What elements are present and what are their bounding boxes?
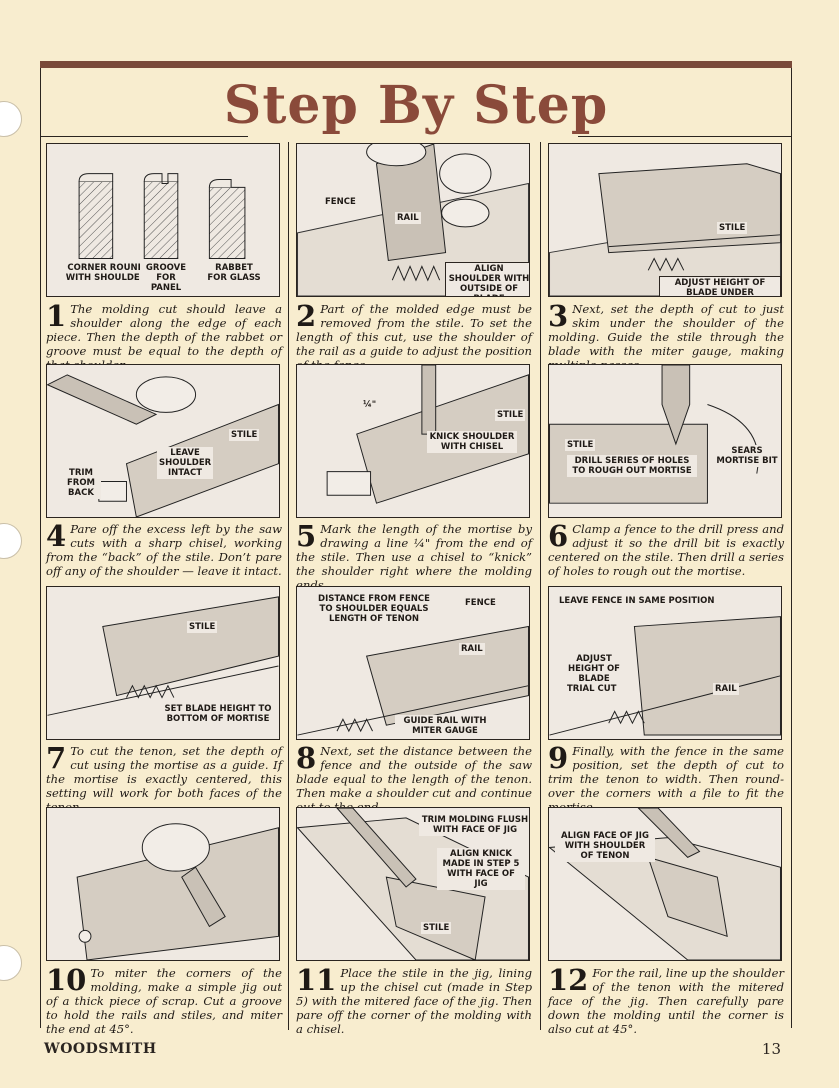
- step-number: 7: [46, 741, 67, 775]
- step-9-label: ADJUST HEIGHT OF BLADE: [555, 653, 633, 685]
- step-12-label: ALIGN FACE OF JIG WITH SHOULDER OF TENON: [555, 830, 655, 862]
- step-9-label: LEAVE FENCE IN SAME POSITION: [557, 595, 717, 607]
- step-8-label: FENCE: [463, 597, 498, 609]
- page-number: 13: [761, 1040, 781, 1058]
- step-5-illustration: ¼" STILE KNICK SHOULDER WITH CHISEL: [296, 364, 530, 518]
- step-8-label: RAIL: [459, 643, 485, 655]
- column-divider: [540, 142, 541, 1030]
- step-number: 6: [548, 519, 569, 553]
- title-rule-left: [40, 136, 248, 137]
- step-8-label: DISTANCE FROM FENCE TO SHOULDER EQUALS L…: [309, 593, 439, 625]
- page-border-right: [791, 68, 792, 1028]
- page-border-left: [40, 68, 41, 1028]
- step-1-label: RABBET FOR GLASS: [202, 262, 266, 284]
- step-4-label: STILE: [229, 429, 260, 441]
- binder-hole: [0, 523, 22, 559]
- step-number: 4: [46, 519, 67, 553]
- step-12-illustration: ALIGN FACE OF JIG WITH SHOULDER OF TENON: [548, 807, 782, 961]
- header-bar: [40, 61, 792, 68]
- step-2-label: ALIGN SHOULDER WITH OUTSIDE OF BLADE: [445, 262, 529, 296]
- step-number: 10: [46, 963, 87, 997]
- step-number: 5: [296, 519, 317, 553]
- step-5-label: ¼": [361, 399, 379, 411]
- step-5-label: KNICK SHOULDER WITH CHISEL: [427, 431, 517, 453]
- step-6-label: DRILL SERIES OF HOLES TO ROUGH OUT MORTI…: [567, 455, 697, 477]
- step-3-label: ADJUST HEIGHT OF BLADE UNDER SHOULDER: [659, 276, 781, 296]
- step-number: 3: [548, 299, 569, 333]
- step-7-illustration: STILE SET BLADE HEIGHT TO BOTTOM OF MORT…: [46, 586, 280, 740]
- step-number: 9: [548, 741, 569, 775]
- step-7-label: SET BLADE HEIGHT TO BOTTOM OF MORTISE: [157, 703, 279, 725]
- step-1-label: GROOVE FOR PANEL: [140, 262, 192, 294]
- step-6-label: SEARS MORTISE BIT: [713, 445, 781, 467]
- step-number: 12: [548, 963, 589, 997]
- footer-brand: WOODSMITH: [44, 1041, 157, 1057]
- page-title: Step By Step: [223, 75, 609, 136]
- step-5-label: STILE: [495, 409, 526, 421]
- step-2-illustration: FENCE RAIL ALIGN SHOULDER WITH OUTSIDE O…: [296, 143, 530, 297]
- step-2-label: FENCE: [323, 196, 358, 208]
- step-11-label: ALIGN KNICK MADE IN STEP 5 WITH FACE OF …: [437, 848, 525, 890]
- step-6-illustration: STILE DRILL SERIES OF HOLES TO ROUGH OUT…: [548, 364, 782, 518]
- step-1-label: CORNER ROUND WITH SHOULDER: [57, 262, 155, 284]
- step-number: 11: [296, 963, 337, 997]
- binder-hole: [0, 101, 22, 137]
- step-number: 8: [296, 741, 317, 775]
- step-11-label: TRIM MOLDING FLUSH WITH FACE OF JIG: [419, 814, 529, 836]
- step-4-illustration: STILE LEAVE SHOULDER INTACT TRIM FROM BA…: [46, 364, 280, 518]
- step-9-label: RAIL: [713, 683, 739, 695]
- step-4-label: TRIM FROM BACK: [61, 467, 101, 499]
- column-divider: [288, 142, 289, 1030]
- binder-hole: [0, 945, 22, 981]
- step-number: 1: [46, 299, 67, 333]
- step-3-illustration: STILE ADJUST HEIGHT OF BLADE UNDER SHOUL…: [548, 143, 782, 297]
- step-2-label: RAIL: [395, 212, 421, 224]
- step-11-illustration: TRIM MOLDING FLUSH WITH FACE OF JIG ALIG…: [296, 807, 530, 961]
- step-9-illustration: LEAVE FENCE IN SAME POSITION ADJUST HEIG…: [548, 586, 782, 740]
- step-11-label: STILE: [421, 922, 452, 934]
- title-rule-right: [578, 136, 792, 137]
- step-1-illustration: CORNER ROUND WITH SHOULDER GROOVE FOR PA…: [46, 143, 280, 297]
- step-number: 2: [296, 299, 317, 333]
- step-6-label: STILE: [565, 439, 596, 451]
- step-7-label: STILE: [187, 621, 218, 633]
- step-8-label: GUIDE RAIL WITH MITER GAUGE: [395, 715, 495, 737]
- step-10-illustration: [46, 807, 280, 961]
- step-9-label: TRIAL CUT: [565, 683, 619, 695]
- step-8-illustration: DISTANCE FROM FENCE TO SHOULDER EQUALS L…: [296, 586, 530, 740]
- step-3-label: STILE: [717, 222, 748, 234]
- step-4-label: LEAVE SHOULDER INTACT: [157, 447, 213, 479]
